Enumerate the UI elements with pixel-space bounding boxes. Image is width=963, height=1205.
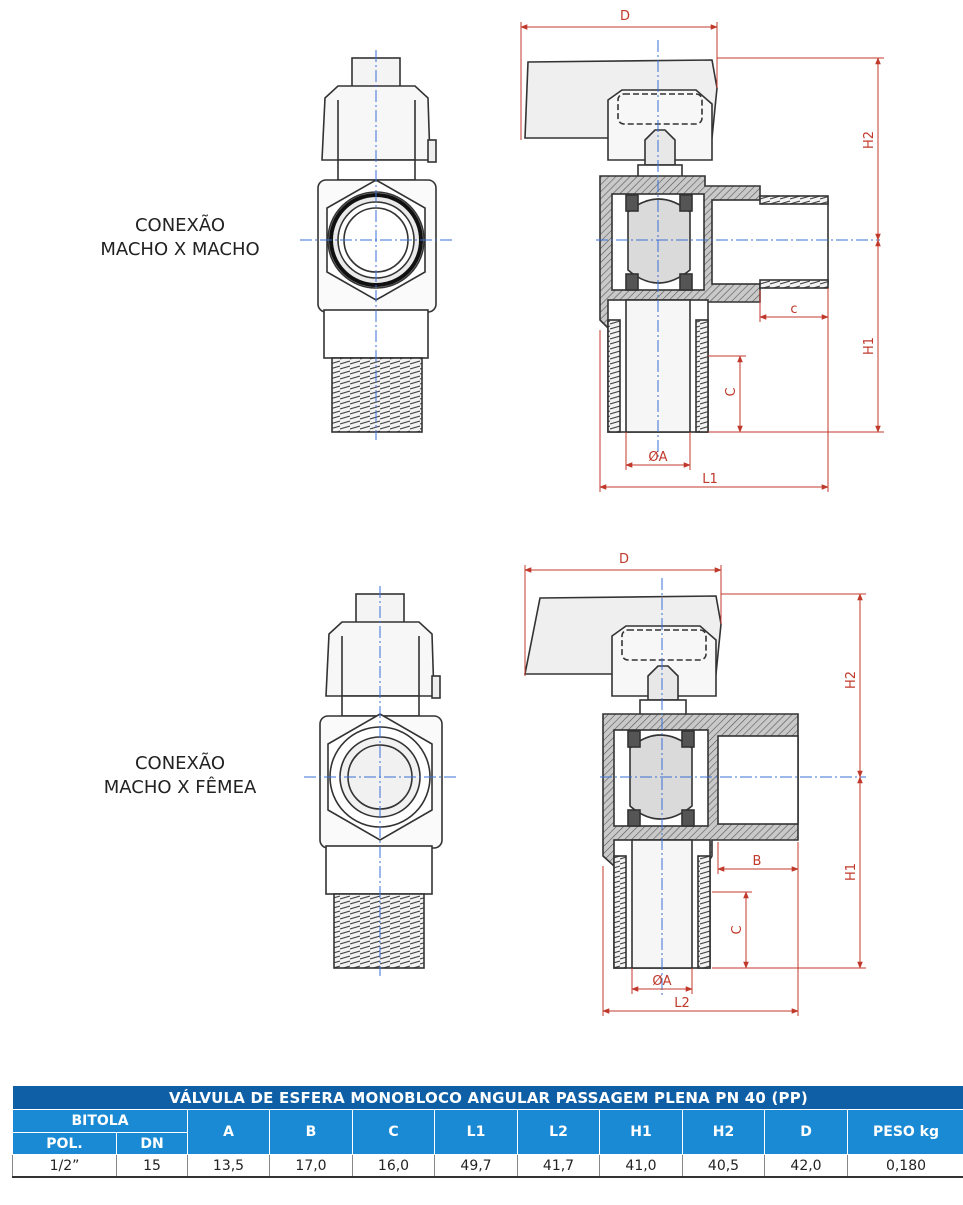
dim-h2-fig2: H2 — [844, 671, 859, 689]
dim-h1-fig1: H1 — [862, 337, 877, 355]
dim-h2-fig1: H2 — [862, 131, 877, 149]
dim-a-fig1: ØA — [648, 450, 667, 465]
centerlines-fig1-section — [596, 40, 880, 460]
header-l1: L1 — [434, 1109, 518, 1155]
header-c: C — [352, 1109, 435, 1155]
table-title: VÁLVULA DE ESFERA MONOBLOCO ANGULAR PASS… — [11, 1085, 963, 1110]
front-view-macho-macho — [317, 57, 437, 433]
header-a: A — [187, 1109, 270, 1155]
header-d: D — [764, 1109, 848, 1155]
cell-a: 13,5 — [187, 1154, 270, 1178]
table-row: 1/2” 15 13,5 17,0 16,0 49,7 41,7 41,0 40… — [12, 1154, 963, 1178]
header-peso: PESO kg — [846, 1109, 963, 1155]
dimensions-fig2 — [524, 565, 866, 1016]
dim-h1-fig2: H1 — [844, 863, 859, 881]
cell-d: 42,0 — [764, 1154, 848, 1178]
cell-b: 17,0 — [269, 1154, 353, 1178]
cell-l1: 49,7 — [434, 1154, 518, 1178]
header-pol: POL. — [12, 1132, 117, 1155]
centerlines-fig2-front — [304, 586, 456, 976]
cell-h1: 41,0 — [599, 1154, 683, 1178]
section-view-macho-macho — [524, 59, 829, 433]
cell-c: 16,0 — [352, 1154, 435, 1178]
dim-l1-fig1: L1 — [702, 472, 718, 487]
caption-line2: MACHO X FÊMEA — [103, 777, 257, 798]
cell-peso: 0,180 — [846, 1154, 963, 1178]
centerlines-fig2-section — [600, 578, 866, 998]
cell-pol: 1/2” — [12, 1154, 117, 1178]
technical-drawing: D H2 H1 c C ØA L1 — [300, 9, 884, 1016]
cell-dn: 15 — [116, 1154, 188, 1178]
caption-macho-macho: CONEXÃO MACHO X MACHO — [70, 214, 290, 262]
front-view-macho-femea — [319, 593, 443, 969]
header-l2: L2 — [517, 1109, 600, 1155]
dim-c-small-fig1: c — [790, 302, 797, 317]
header-h1: H1 — [599, 1109, 683, 1155]
header-dn: DN — [116, 1132, 188, 1155]
cell-h2: 40,5 — [682, 1154, 765, 1178]
caption-line1: CONEXÃO — [134, 215, 226, 236]
caption-macho-femea: CONEXÃO MACHO X FÊMEA — [70, 752, 290, 800]
dim-a-fig2: ØA — [652, 974, 671, 989]
dim-d-fig2: D — [619, 552, 629, 567]
caption-line2: MACHO X MACHO — [100, 239, 260, 260]
dimensions-fig1 — [520, 22, 884, 492]
dim-l2-fig2: L2 — [674, 996, 690, 1011]
header-bitola: BITOLA — [12, 1109, 188, 1133]
dim-c-fig1: C — [724, 387, 739, 396]
dim-c-fig2: C — [730, 925, 745, 934]
caption-line1: CONEXÃO — [134, 753, 226, 774]
spec-table: VÁLVULA DE ESFERA MONOBLOCO ANGULAR PASS… — [11, 1085, 963, 1178]
header-h2: H2 — [682, 1109, 765, 1155]
header-b: B — [269, 1109, 353, 1155]
centerlines-fig1-front — [300, 50, 452, 440]
cell-l2: 41,7 — [517, 1154, 600, 1178]
dim-d-fig1: D — [620, 9, 630, 24]
dim-b-fig2: B — [753, 854, 762, 869]
